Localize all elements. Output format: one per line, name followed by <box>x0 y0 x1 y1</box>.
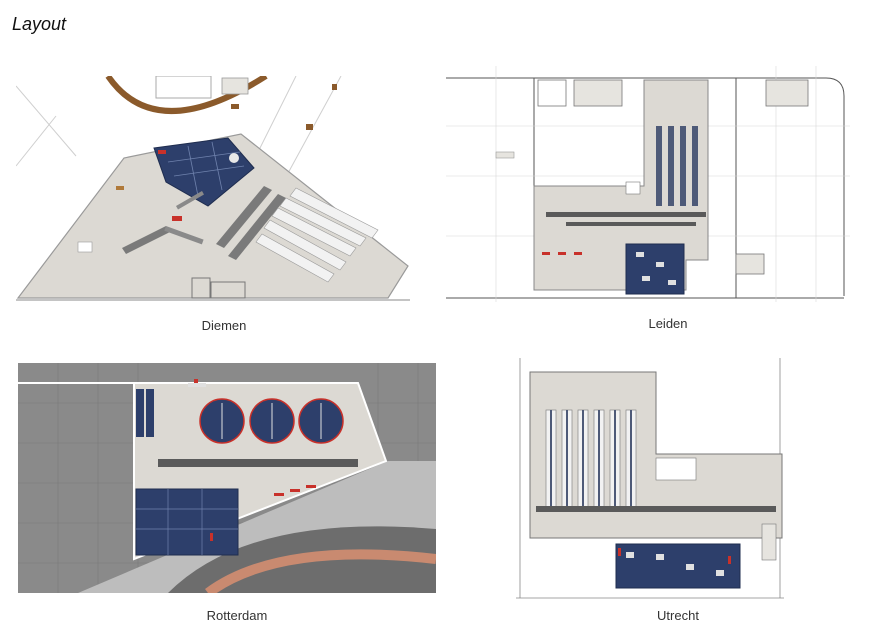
caption-diemen: Diemen <box>201 318 247 333</box>
floorplan-utrecht-drawing <box>516 358 784 602</box>
main-floor <box>16 133 409 299</box>
page-title: Layout <box>12 14 67 34</box>
navy-area <box>135 488 239 556</box>
floorplan-diemen-drawing <box>16 76 410 302</box>
warehouse-floor <box>533 79 709 291</box>
caption-leiden: Leiden <box>648 316 688 331</box>
floorplan-utrecht <box>516 358 784 602</box>
navy-area <box>615 543 741 589</box>
caption-rotterdam: Rotterdam <box>206 608 268 623</box>
caption-utrecht: Utrecht <box>657 608 699 623</box>
floorplan-leiden-drawing <box>446 66 850 302</box>
floorplan-rotterdam-drawing <box>18 363 436 593</box>
navy-area <box>625 243 685 295</box>
floorplan-leiden <box>446 66 850 302</box>
floorplan-diemen <box>16 76 410 302</box>
floorplan-rotterdam <box>18 363 436 593</box>
warehouse-floor <box>529 371 783 539</box>
